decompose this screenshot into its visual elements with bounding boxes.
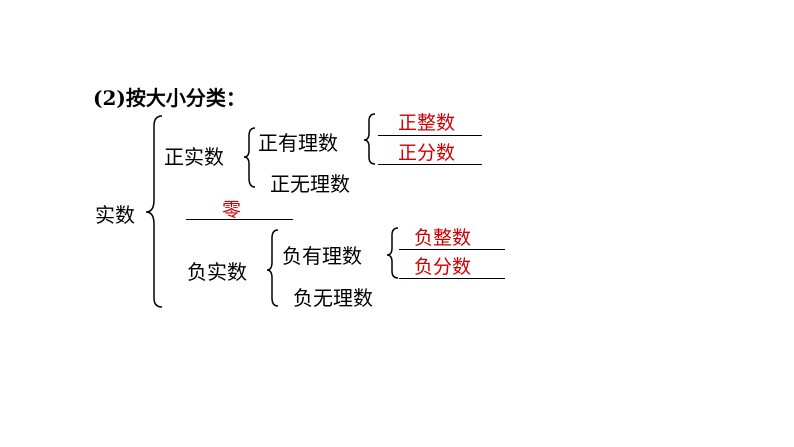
title: (2)按大小分类： (93, 86, 246, 110)
positive-real-label: 正实数 (164, 145, 224, 169)
positive-real-brace (243, 127, 256, 188)
answer-negative-integer: 负整数 (414, 227, 472, 249)
blank-line-negative-fraction (399, 278, 505, 279)
answer-zero: 零 (222, 199, 242, 221)
answer-negative-fraction: 负分数 (414, 256, 472, 278)
blank-line-negative-integer (399, 249, 505, 250)
answer-positive-integer: 正整数 (398, 112, 456, 134)
positive-rational-brace (363, 113, 376, 165)
negative-real-label: 负实数 (187, 260, 247, 284)
main-brace (145, 115, 163, 308)
negative-rational-label: 负有理数 (282, 244, 362, 268)
negative-rational-brace (386, 227, 399, 279)
blank-line-positive-integer (378, 135, 482, 136)
blank-line-positive-fraction (378, 164, 482, 165)
root-real-numbers: 实数 (95, 203, 135, 227)
answer-positive-fraction: 正分数 (398, 142, 456, 164)
negative-real-brace (266, 229, 279, 307)
negative-irrational-label: 负无理数 (293, 286, 373, 310)
blank-line-zero (186, 219, 293, 220)
positive-rational-label: 正有理数 (258, 131, 338, 155)
positive-irrational-label: 正无理数 (270, 172, 350, 196)
